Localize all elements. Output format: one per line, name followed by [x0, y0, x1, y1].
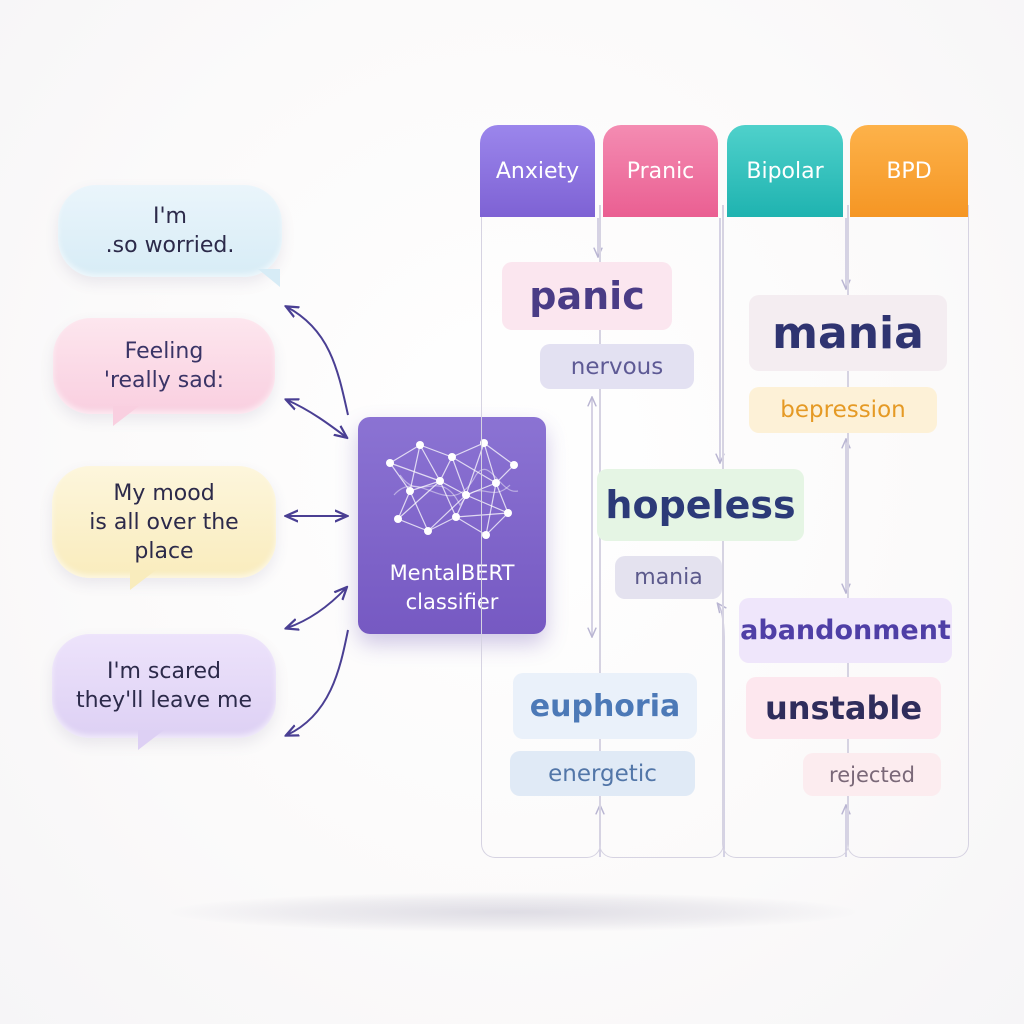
- term-chip-energetic: energetic: [510, 751, 695, 796]
- category-tab-bpd: BPD: [850, 125, 968, 217]
- arrow-bubble2-classifier: [287, 400, 346, 437]
- term-chip-bepression: bepression: [749, 387, 937, 433]
- message-text: Feeling 'really sad:: [103, 339, 225, 393]
- arrow-bubble4-classifier-a: [287, 588, 346, 628]
- term-chip-unstable: unstable: [746, 677, 941, 739]
- message-text: I'm scared they'll leave me: [75, 659, 253, 713]
- message-bubble-mood: My mood is all over the place: [52, 466, 276, 590]
- category-tab-pranic: Pranic: [603, 125, 718, 217]
- bubble-tail: [113, 406, 139, 426]
- term-chip-hopeless: hopeless: [597, 469, 804, 541]
- message-text: My mood is all over the place: [89, 480, 239, 564]
- bubble-tail: [130, 570, 156, 590]
- term-chip-euphoria: euphoria: [513, 673, 697, 739]
- mentalbert-classifier-box: MentalBERT classifier: [358, 417, 546, 634]
- arrow-bubble4-classifier-b: [287, 629, 349, 735]
- bubble-tail: [138, 730, 164, 750]
- neural-network-icon: [386, 439, 519, 539]
- floor-shadow: [170, 892, 856, 932]
- message-bubble-sad: Feeling 'really sad:: [53, 318, 275, 426]
- category-tab-anxiety: Anxiety: [480, 125, 595, 217]
- bubble-tail: [258, 269, 280, 287]
- term-chip-panic: panic: [502, 262, 672, 330]
- term-chip-abandonment: abandonment: [739, 598, 952, 663]
- classifier-label: MentalBERT classifier: [389, 561, 515, 614]
- message-bubble-scared: I'm scared they'll leave me: [52, 634, 276, 750]
- category-tab-bipolar: Bipolar: [727, 125, 843, 217]
- message-text: I'm .so worried.: [105, 204, 235, 258]
- message-bubble-worried: I'm .so worried.: [58, 185, 282, 287]
- term-chip-rejected: rejected: [803, 753, 941, 796]
- term-chip-mania-small: mania: [615, 556, 722, 599]
- arrow-bubble1-classifier: [287, 307, 349, 416]
- column-bpd: [847, 205, 969, 858]
- term-chip-mania: mania: [749, 295, 947, 371]
- term-chip-nervous: nervous: [540, 344, 694, 389]
